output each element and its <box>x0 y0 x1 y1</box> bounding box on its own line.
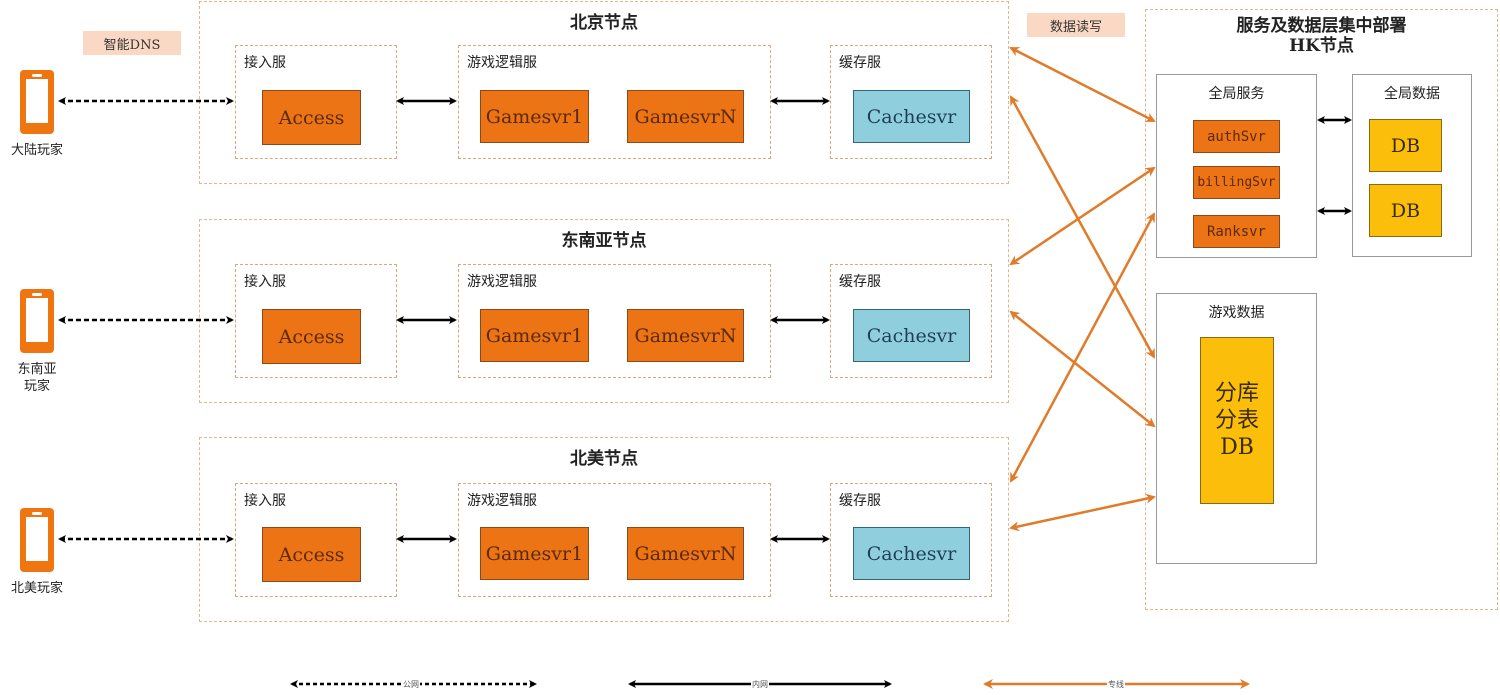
panel-title: 全局数据 <box>1384 86 1440 102</box>
dedicated-line-arrow <box>1009 493 1156 532</box>
dedicated-line-arrow <box>1009 46 1156 123</box>
logic-group: 游戏逻辑服 Gamesvr1 GamesvrN <box>458 264 771 378</box>
global-data-panel: 全局数据 DB DB <box>1352 74 1472 257</box>
access-server: Access <box>262 90 361 145</box>
group-title: 接入服 <box>244 493 286 509</box>
cache-server: Cachesvr <box>853 90 970 143</box>
access-server: Access <box>262 527 361 582</box>
group-title: 接入服 <box>244 55 286 71</box>
rank-svr: Ranksvr <box>1193 215 1280 248</box>
dedicated-line-arrow <box>1009 212 1156 483</box>
player-label: 大陆玩家 <box>10 143 63 158</box>
cache-group: 缓存服 Cachesvr <box>830 264 992 378</box>
phone-icon <box>20 289 54 353</box>
group-title: 接入服 <box>244 274 286 290</box>
legend-dedicated-label: 专线 <box>1107 679 1125 690</box>
global-services-panel: 全局服务 authSvr billingSvr Ranksvr <box>1156 74 1317 258</box>
legend-public-label: 公网 <box>402 679 420 690</box>
logic-group: 游戏逻辑服 Gamesvr1 GamesvrN <box>458 45 771 159</box>
gamesvr1-server: Gamesvr1 <box>480 527 589 580</box>
phone-icon <box>20 70 54 134</box>
dedicated-line-arrow <box>1009 310 1156 428</box>
hk-title-line1: 服务及数据层集中部署 <box>1236 16 1407 36</box>
access-group: 接入服 Access <box>235 45 397 159</box>
node-title: 北京节点 <box>570 13 638 33</box>
hk-title: 服务及数据层集中部署 HK节点 <box>1146 16 1497 56</box>
db-line: 分库 <box>1214 381 1259 406</box>
group-title: 缓存服 <box>839 274 881 290</box>
phone-icon <box>20 508 54 572</box>
player-label: 北美玩家 <box>10 581 63 596</box>
access-group: 接入服 Access <box>235 264 397 378</box>
db-line: DB <box>1220 435 1254 460</box>
cache-group: 缓存服 Cachesvr <box>830 483 992 597</box>
cache-group: 缓存服 Cachesvr <box>830 45 992 159</box>
logic-group: 游戏逻辑服 Gamesvr1 GamesvrN <box>458 483 771 597</box>
gamesvrn-server: GamesvrN <box>627 90 744 143</box>
node-north-america: 北美节点 接入服 Access 游戏逻辑服 Gamesvr1 GamesvrN … <box>199 437 1009 622</box>
legend-intranet-label: 内网 <box>751 679 769 690</box>
group-title: 缓存服 <box>839 55 881 71</box>
db-line: 分表 <box>1214 408 1259 433</box>
cache-server: Cachesvr <box>853 527 970 580</box>
smart-dns-tag: 智能DNS <box>83 31 181 55</box>
gamesvrn-server: GamesvrN <box>627 527 744 580</box>
hk-title-line2: HK节点 <box>1289 36 1354 56</box>
global-db-2: DB <box>1369 184 1442 237</box>
gamesvr1-server: Gamesvr1 <box>480 309 589 362</box>
panel-title: 全局服务 <box>1208 86 1265 102</box>
dedicated-line-arrow <box>1009 95 1156 359</box>
billing-svr: billingSvr <box>1193 166 1280 199</box>
node-beijing: 北京节点 接入服 Access 游戏逻辑服 Gamesvr1 GamesvrN … <box>199 1 1009 184</box>
player-label: 东南亚 玩家 <box>17 362 57 394</box>
group-title: 缓存服 <box>839 493 881 509</box>
global-db-1: DB <box>1369 119 1442 172</box>
dedicated-line-arrow <box>1009 166 1156 266</box>
gamesvrn-server: GamesvrN <box>627 309 744 362</box>
access-server: Access <box>262 309 361 364</box>
panel-title: 游戏数据 <box>1208 305 1265 321</box>
gamesvr1-server: Gamesvr1 <box>480 90 589 143</box>
group-title: 游戏逻辑服 <box>467 274 537 290</box>
group-title: 游戏逻辑服 <box>467 493 537 509</box>
game-data-panel: 游戏数据 分库 分表 DB <box>1156 293 1317 564</box>
sharded-db: 分库 分表 DB <box>1200 337 1274 504</box>
auth-svr: authSvr <box>1193 120 1280 153</box>
node-title: 北美节点 <box>570 449 638 469</box>
node-southeast-asia: 东南亚节点 接入服 Access 游戏逻辑服 Gamesvr1 GamesvrN… <box>199 219 1009 403</box>
group-title: 游戏逻辑服 <box>467 55 537 71</box>
cache-server: Cachesvr <box>853 309 970 362</box>
access-group: 接入服 Access <box>235 483 397 597</box>
data-read-write-tag: 数据读写 <box>1027 13 1125 37</box>
node-title: 东南亚节点 <box>561 231 647 251</box>
